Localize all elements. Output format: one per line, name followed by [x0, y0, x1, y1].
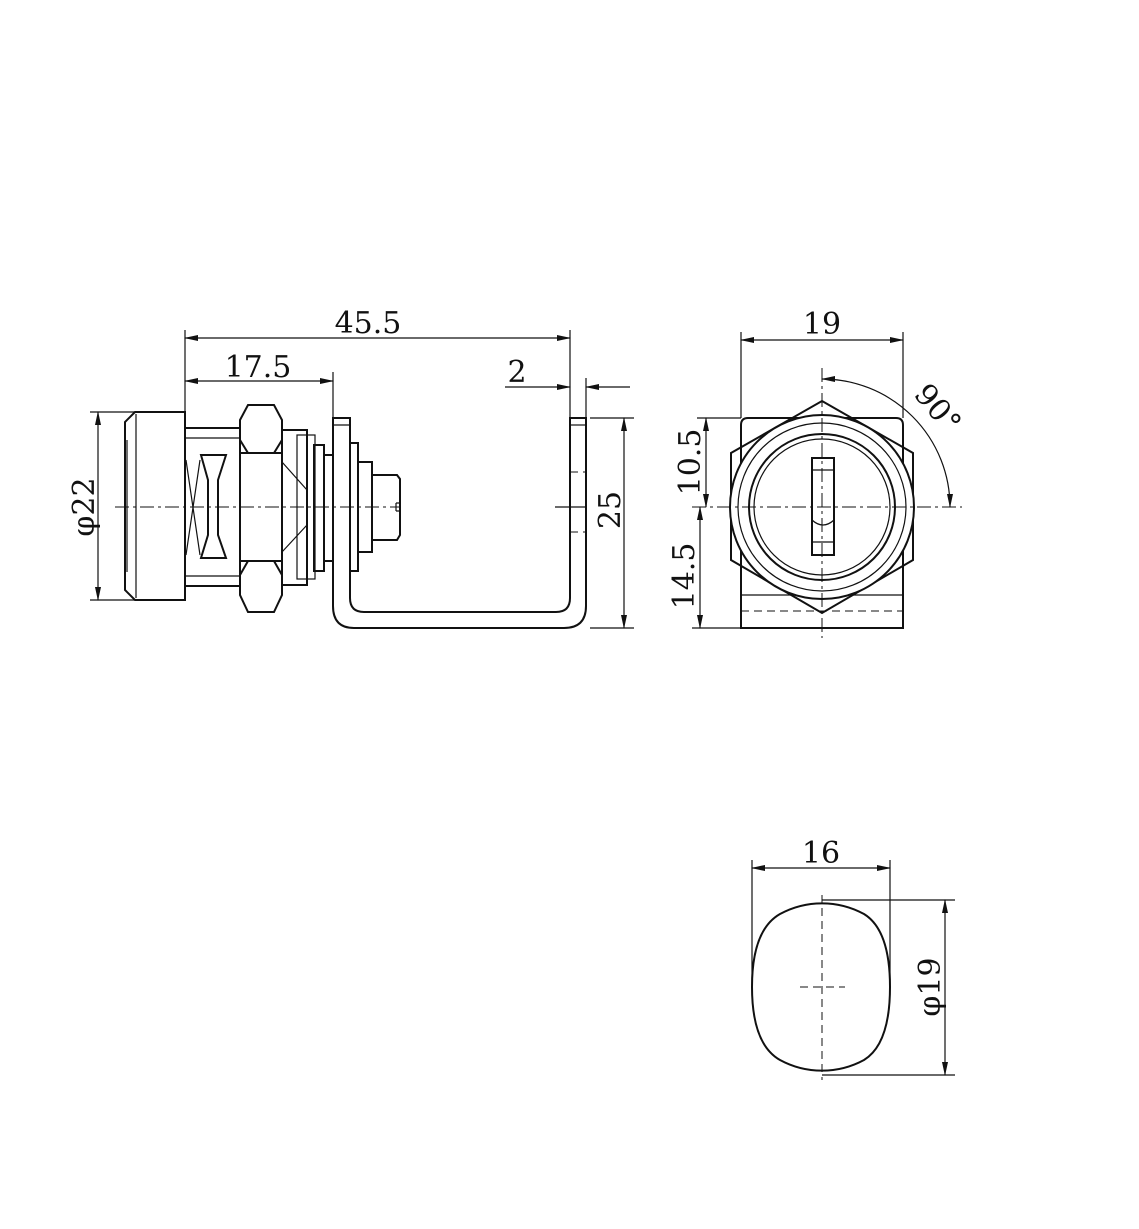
cylinder-section-view: 16 φ19	[750, 836, 955, 1080]
dim-45-5-label: 45.5	[335, 306, 402, 341]
dim-90-label: 90°	[907, 377, 968, 440]
dim-phi22-label: φ22	[67, 477, 102, 536]
dim-10-5-label: 10.5	[673, 429, 708, 496]
dim-16-label: 16	[802, 836, 840, 871]
dim-bracket-height: 25	[590, 417, 634, 629]
dim-overall-length: 45.5	[184, 306, 571, 418]
front-view: 19 90° 10.5 14.5	[667, 307, 968, 638]
dim-upper-offset: 10.5	[673, 417, 741, 508]
dim-17-5-label: 17.5	[225, 350, 292, 385]
dim-bracket-thickness: 2	[505, 355, 630, 418]
cam-bracket	[332, 417, 587, 629]
hex-nut	[239, 404, 283, 613]
dim-body-length: 17.5	[184, 350, 334, 418]
side-view: 45.5 17.5 2 φ22 25	[67, 306, 634, 629]
dim-lower-offset: 14.5	[667, 506, 741, 629]
dim-2-label: 2	[507, 355, 526, 390]
dim-flat-width: 16	[751, 836, 891, 985]
cylinder-profile	[750, 902, 892, 1072]
dim-14-5-label: 14.5	[667, 543, 702, 610]
dim-width-19: 19	[740, 307, 904, 418]
dim-19-label: 19	[803, 307, 841, 342]
dim-25-label: 25	[593, 491, 628, 529]
front-cap	[124, 411, 186, 601]
dim-cylinder-diameter: φ19	[822, 899, 955, 1076]
dim-phi19-label: φ19	[913, 957, 948, 1016]
dim-front-diameter: φ22	[67, 411, 135, 601]
